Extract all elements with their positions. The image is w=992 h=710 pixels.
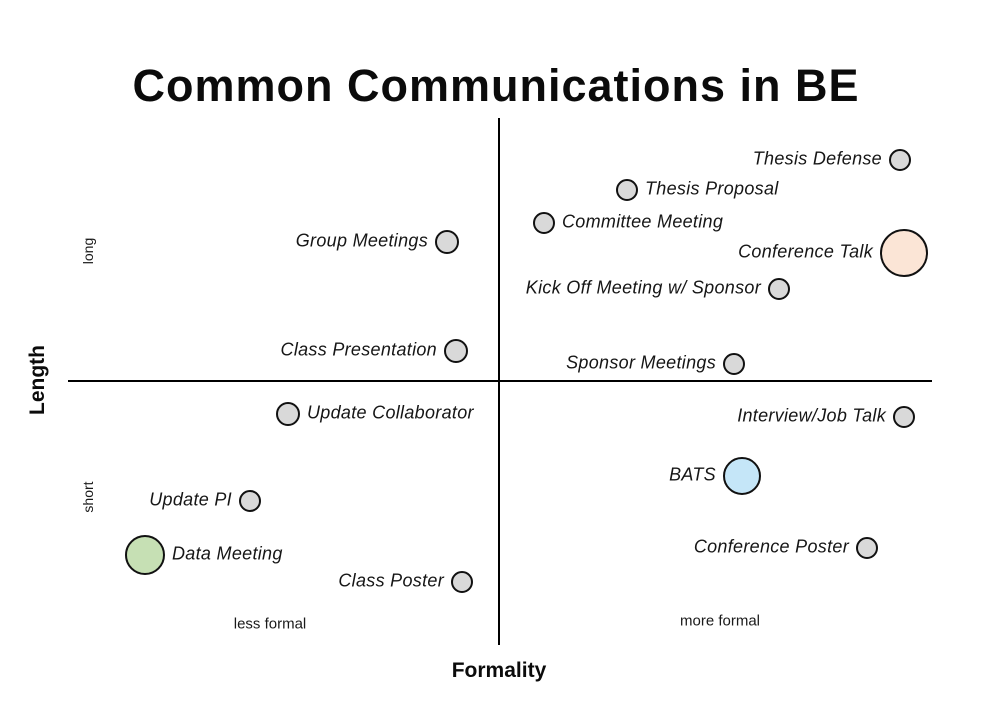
x-axis-high-label: more formal	[679, 612, 761, 630]
y-axis-title: Length	[26, 345, 49, 415]
point-label-conference-talk: Conference Talk	[738, 241, 873, 262]
point-marker-conference-poster	[856, 537, 878, 559]
y-axis-low-label: short	[80, 481, 96, 513]
point-marker-kick-off-meeting-w-sponsor	[768, 278, 790, 300]
point-label-update-pi: Update PI	[149, 489, 232, 510]
point-label-class-poster: Class Poster	[338, 570, 444, 591]
point-marker-update-pi	[239, 490, 261, 512]
point-label-update-collaborator: Update Collaborator	[307, 402, 474, 423]
point-label-conference-poster: Conference Poster	[693, 536, 849, 557]
point-marker-committee-meeting	[533, 212, 555, 234]
x-axis-title: Formality	[451, 659, 547, 682]
point-marker-conference-talk	[880, 229, 928, 277]
chart-title: Common Communications in BE	[132, 60, 860, 112]
point-marker-thesis-defense	[889, 149, 911, 171]
point-marker-update-collaborator	[276, 402, 300, 426]
x-axis-low-label: less formal	[233, 615, 307, 633]
point-label-bats: BATS	[669, 464, 716, 485]
point-marker-class-presentation	[444, 339, 468, 363]
point-label-class-presentation: Class Presentation	[280, 339, 437, 360]
point-marker-data-meeting	[125, 535, 165, 575]
point-marker-interview-job-talk	[893, 406, 915, 428]
point-label-thesis-proposal: Thesis Proposal	[645, 178, 779, 199]
point-label-data-meeting: Data Meeting	[172, 543, 283, 564]
point-marker-group-meetings	[435, 230, 459, 254]
y-axis-high-label: long	[80, 237, 96, 265]
point-marker-sponsor-meetings	[723, 353, 745, 375]
point-label-thesis-defense: Thesis Defense	[752, 148, 882, 169]
point-marker-class-poster	[451, 571, 473, 593]
point-label-group-meetings: Group Meetings	[295, 230, 428, 251]
point-label-committee-meeting: Committee Meeting	[562, 211, 724, 232]
point-marker-thesis-proposal	[616, 179, 638, 201]
point-label-sponsor-meetings: Sponsor Meetings	[566, 352, 716, 373]
x-axis-line	[68, 380, 932, 382]
point-marker-bats	[723, 457, 761, 495]
point-label-kick-off-meeting-w-sponsor: Kick Off Meeting w/ Sponsor	[525, 277, 761, 298]
point-label-interview-job-talk: Interview/Job Talk	[737, 405, 886, 426]
